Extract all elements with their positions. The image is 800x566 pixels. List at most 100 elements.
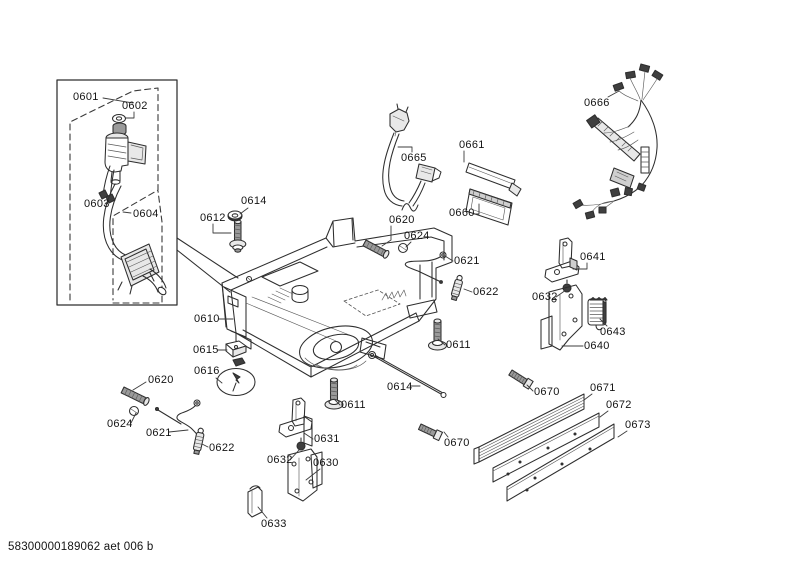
part-label-0673-kick-panel-3: 0673 <box>625 419 651 431</box>
kick-panel-1-drawing <box>473 393 585 465</box>
part-label-0611-damper-left: 0611 <box>341 399 366 411</box>
part-label-0665-power-cord: 0665 <box>401 152 427 164</box>
leader-0671-kick-panel-1 <box>583 393 593 401</box>
hinge-lever-drawing-right <box>544 237 580 283</box>
part-label-0670-pin-bottom: 0670 <box>444 437 470 449</box>
leader-0670-pin-bottom <box>443 431 449 438</box>
hinge-lever-drawing-bottom <box>278 397 313 447</box>
leader-0643-rack <box>599 318 608 327</box>
earth-strap-drawing <box>367 350 447 399</box>
part-label-0622-clamp-top: 0622 <box>473 286 499 298</box>
cover-strip-drawing <box>465 162 522 197</box>
part-label-0624-washer-top: 0624 <box>404 230 430 242</box>
leader-0601-inlet-group <box>102 97 134 104</box>
part-label-0666-harness: 0666 <box>584 97 610 109</box>
inlet-group-box <box>56 79 178 306</box>
leader-0660-panel <box>472 203 480 215</box>
pin-drawing-bottomleft <box>120 386 150 406</box>
power-cord-drawing <box>382 103 442 212</box>
part-label-0633-bracket-small: 0633 <box>261 518 287 530</box>
document-number: 58300000189062 aet 006 b <box>8 541 154 553</box>
leader-0624-washer-bottomleft <box>130 412 137 424</box>
part-label-0615-clamp-small: 0615 <box>193 344 219 356</box>
bracket-drawing-0633 <box>247 485 263 518</box>
part-label-0620-pin-bottomleft: 0620 <box>148 374 174 386</box>
leader-0622-clamp-top <box>463 288 473 293</box>
leader-0666-harness <box>607 90 620 98</box>
part-label-0614-earth-strap: 0614 <box>387 381 413 393</box>
damper-screw-drawing-right <box>427 318 448 351</box>
part-label-0610-base: 0610 <box>194 313 220 325</box>
part-label-0632-grommet-right: 0632 <box>532 291 558 303</box>
leader-0672-kick-panel-2 <box>599 410 609 418</box>
part-label-0671-kick-panel-1: 0671 <box>590 382 616 394</box>
part-label-0614-nut: 0614 <box>241 195 267 207</box>
part-label-0631-hinge-lever-bottom: 0631 <box>314 433 340 445</box>
part-label-0624-washer-bottomleft: 0624 <box>107 418 133 430</box>
leader-0622-clamp-bottomleft <box>201 443 209 448</box>
leader-0602-washer <box>125 111 135 119</box>
cable-harness-drawing <box>572 63 664 220</box>
leader-0612-screw <box>212 223 232 234</box>
part-label-0643-rack: 0643 <box>600 326 626 338</box>
part-label-0611-damper-right: 0611 <box>446 339 471 351</box>
leader-0611-damper-right <box>437 338 446 346</box>
hinge-bracket-drawing-bottom <box>287 448 323 502</box>
part-label-0602-washer: 0602 <box>122 100 148 112</box>
kick-panel-3-drawing <box>506 423 615 502</box>
leader-0621-wire-top <box>444 255 454 262</box>
part-label-0621-wire-bottomleft: 0621 <box>146 427 172 439</box>
leader-0621-wire-bottomleft <box>168 429 189 433</box>
earth-wire-drawing-top <box>404 251 447 284</box>
clamp-drawing-0615 <box>225 340 247 367</box>
part-label-0621-wire-top: 0621 <box>454 255 480 267</box>
part-label-0620-pin-top: 0620 <box>389 214 415 226</box>
leader-0616-clip-oval <box>215 377 223 384</box>
leader-0624-washer-top <box>405 241 412 248</box>
leader-0603-valve-leads <box>104 197 114 205</box>
part-label-0604-hose: 0604 <box>133 208 159 220</box>
part-label-0641-hinge-lever-right: 0641 <box>580 251 606 263</box>
grommet-drawing-bottom <box>296 437 306 451</box>
grommet-drawing-right <box>562 279 572 293</box>
kick-panel-2-drawing <box>492 412 600 483</box>
leader-0641-hinge-lever-right <box>572 262 588 270</box>
leader-0665-power-cord <box>397 146 413 153</box>
fixing-screw-drawing <box>229 219 247 253</box>
nut-drawing-top <box>227 210 243 222</box>
part-label-0660-panel: 0660 <box>449 207 475 219</box>
part-label-0603-valve-leads: 0603 <box>84 198 110 210</box>
leader-0633-bracket-small <box>257 506 268 519</box>
base-assembly-drawing <box>221 217 453 378</box>
leader-0630-bracket-bottom <box>305 468 321 481</box>
hinge-bracket-drawing-right <box>540 284 583 351</box>
clamp-drawing-bottomleft <box>192 427 205 455</box>
leader-lines <box>102 90 628 519</box>
part-label-0672-kick-panel-2: 0672 <box>606 399 632 411</box>
part-label-0622-clamp-bottomleft: 0622 <box>209 442 235 454</box>
earth-wire-drawing-bottomleft <box>154 399 201 438</box>
clip-oval-drawing-0616 <box>216 367 256 397</box>
part-label-0640-bracket-right: 0640 <box>584 340 610 352</box>
part-label-0612-screw: 0612 <box>200 212 226 224</box>
part-label-0616-clip-oval: 0616 <box>194 365 220 377</box>
part-label-0601-inlet-group: 0601 <box>73 91 99 103</box>
leader-0620-pin-bottomleft <box>132 381 147 391</box>
washer-drawing-bottomleft <box>128 405 140 417</box>
leader-0670-pin-right <box>526 384 534 392</box>
leader-0631-hinge-lever-bottom <box>303 432 314 440</box>
part-label-0632-grommet-bottom: 0632 <box>267 454 293 466</box>
aquastop-valve-drawing <box>98 113 147 204</box>
damper-screw-drawing-left <box>324 377 344 410</box>
pin-drawing-right <box>508 369 534 390</box>
part-label-0630-bracket-bottom: 0630 <box>313 457 339 469</box>
washer-drawing-top <box>397 242 409 254</box>
pin-drawing-bottom <box>417 423 444 442</box>
rack-drawing <box>587 296 608 331</box>
box-to-base-lines <box>176 237 239 293</box>
clamp-drawing-top <box>450 274 463 302</box>
leader-0614-nut <box>239 207 249 215</box>
pin-drawing-top <box>362 239 390 259</box>
part-label-0670-pin-right: 0670 <box>534 386 560 398</box>
